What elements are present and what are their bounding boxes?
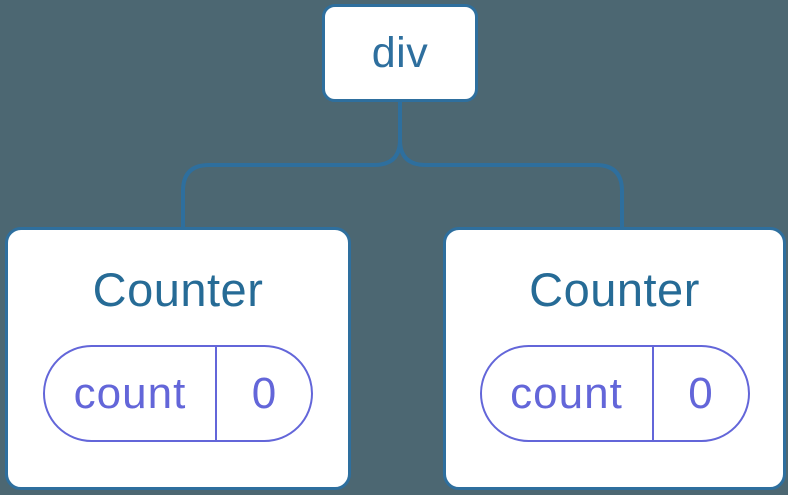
counter-2-state-value: 0 (688, 368, 713, 418)
connector-branch-right (398, 139, 624, 229)
counter-node-2: Counter count 0 (443, 227, 786, 490)
counter-1-state-value: 0 (251, 368, 277, 418)
root-node-div: div (322, 4, 478, 102)
counter-1-state-pill: count 0 (43, 345, 313, 442)
connector-branch-left (181, 101, 402, 229)
counter-2-title: Counter (529, 263, 700, 316)
counter-1-state-name: count (45, 347, 217, 440)
counter-1-title: Counter (92, 263, 264, 316)
root-node-label: div (371, 28, 429, 77)
counter-2-state-name: count (482, 347, 654, 440)
counter-2-state-pill: count 0 (479, 345, 750, 442)
counter-node-1: Counter count 0 (5, 227, 351, 490)
